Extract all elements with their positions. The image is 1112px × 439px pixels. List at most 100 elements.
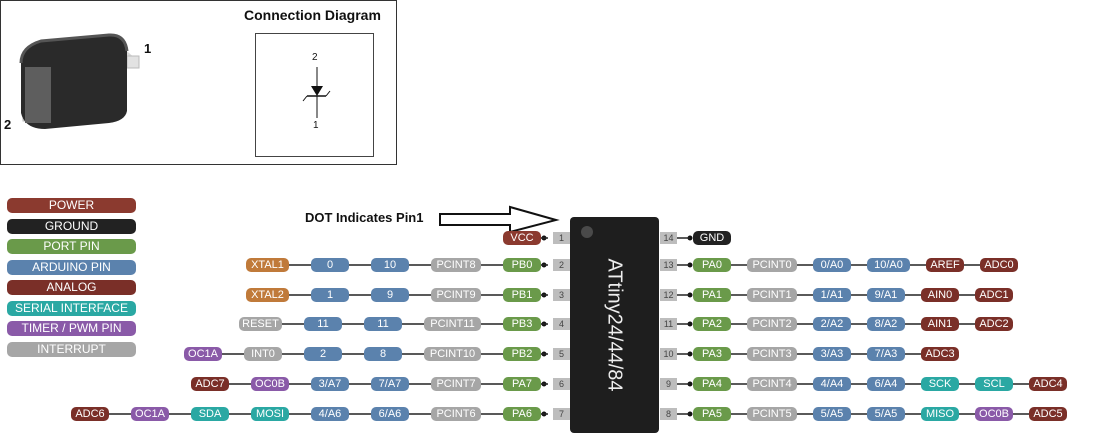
pin-label-left-7-1: PCINT6 — [431, 407, 481, 421]
pin-label-left-2-4: XTAL1 — [246, 258, 289, 272]
pin-label-right-8-0: PA5 — [693, 407, 731, 421]
pin-label-left-3-1: PCINT9 — [431, 288, 481, 302]
symbol-pin-top-label: 2 — [312, 52, 318, 63]
pin-number-13: 13 — [660, 259, 677, 271]
pin-label-right-8-5: OC0B — [975, 407, 1013, 421]
pin-label-left-4-3: 11 — [304, 317, 342, 331]
pin-label-right-10-4: ADC3 — [921, 347, 959, 361]
legend-item-arduino-pin: ARDUINO PIN — [7, 259, 136, 275]
package-pin2-label: 2 — [4, 117, 12, 132]
pin-label-right-8-6: ADC5 — [1029, 407, 1067, 421]
pin-label-left-5-1: PCINT10 — [424, 347, 481, 361]
legend-item-interrupt: INTERRUPT — [7, 341, 136, 357]
pin-label-right-8-3: 5/A5 — [867, 407, 905, 421]
pin-number-5: 5 — [553, 348, 570, 360]
pin-label-right-9-5: SCL — [975, 377, 1013, 391]
pin-label-left-5-3: 2 — [304, 347, 342, 361]
pin-label-left-2-0: PB0 — [503, 258, 541, 272]
pin-label-left-6-1: PCINT7 — [431, 377, 481, 391]
pin-label-right-12-0: PA1 — [693, 288, 731, 302]
pin-label-right-9-4: SCK — [921, 377, 959, 391]
pin-label-left-6-0: PA7 — [503, 377, 541, 391]
pin-label-right-13-3: 10/A0 — [867, 258, 910, 272]
pin-number-4: 4 — [553, 318, 570, 330]
pin-label-left-2-1: PCINT8 — [431, 258, 481, 272]
pin-label-right-10-0: PA3 — [693, 347, 731, 361]
pin-label-left-5-0: PB2 — [503, 347, 541, 361]
pin-label-right-8-1: PCINT5 — [747, 407, 797, 421]
pin-label-left-3-3: 1 — [311, 288, 349, 302]
pin-label-right-9-6: ADC4 — [1029, 377, 1067, 391]
legend-item-ground: GROUND — [7, 218, 136, 234]
pin-label-left-3-2: 9 — [371, 288, 409, 302]
pin-label-left-7-5: SDA — [191, 407, 229, 421]
pin1-dot — [581, 226, 593, 238]
pin-label-right-9-1: PCINT4 — [747, 377, 797, 391]
diode-package-image — [19, 33, 140, 129]
pin-number-11: 11 — [660, 318, 677, 330]
pin-label-right-10-1: PCINT3 — [747, 347, 797, 361]
pin-label-left-4-0: PB3 — [503, 317, 541, 331]
ic-chip: ATtiny24/44/84 — [570, 217, 659, 433]
pin-label-left-6-4: OC0B — [251, 377, 289, 391]
pin-label-left-2-3: 0 — [311, 258, 349, 272]
pin-label-right-11-2: 2/A2 — [813, 317, 851, 331]
pin-label-right-11-5: ADC2 — [975, 317, 1013, 331]
pin-number-12: 12 — [660, 289, 677, 301]
pin-label-right-13-1: PCINT0 — [747, 258, 797, 272]
pin-number-10: 10 — [660, 348, 677, 360]
legend-item-power: POWER — [7, 198, 136, 213]
connection-diagram-box: 2 1 — [255, 33, 374, 157]
pin-label-left-3-4: XTAL2 — [246, 288, 289, 302]
pin-label-right-10-2: 3/A3 — [813, 347, 851, 361]
legend-item-serial-interface: SERIAL INTERFACE — [7, 300, 136, 316]
pin-label-right-14-0: GND — [693, 231, 731, 245]
pin-label-right-12-3: 9/A1 — [867, 288, 905, 302]
pin-number-7: 7 — [553, 408, 570, 420]
pin-label-right-12-2: 1/A1 — [813, 288, 851, 302]
pin-number-6: 6 — [553, 378, 570, 390]
symbol-pin-bottom-label: 1 — [313, 120, 319, 131]
pin-label-right-8-2: 5/A5 — [813, 407, 851, 421]
pin-label-right-11-3: 8/A2 — [867, 317, 905, 331]
legend-item-analog: ANALOG — [7, 280, 136, 295]
pin-label-right-13-2: 0/A0 — [813, 258, 851, 272]
pin-label-left-2-2: 10 — [371, 258, 409, 272]
pin1-dot-note: DOT Indicates Pin1 — [305, 210, 424, 225]
pin-label-left-4-4: RESET — [239, 317, 282, 331]
pin-label-left-7-7: ADC6 — [71, 407, 109, 421]
pin-label-left-5-4: INT0 — [244, 347, 282, 361]
pin-label-right-10-3: 7/A3 — [867, 347, 905, 361]
pin-number-9: 9 — [660, 378, 677, 390]
pin-label-right-9-3: 6/A4 — [867, 377, 905, 391]
legend-item-port-pin: PORT PIN — [7, 239, 136, 254]
pin-label-left-4-2: 11 — [364, 317, 402, 331]
pin-label-left-7-6: OC1A — [131, 407, 169, 421]
pin-label-right-12-1: PCINT1 — [747, 288, 797, 302]
pin-label-left-7-3: 4/A6 — [311, 407, 349, 421]
pin-label-right-9-2: 4/A4 — [813, 377, 851, 391]
pin-label-left-6-5: ADC7 — [191, 377, 229, 391]
zener-diode-symbol — [302, 67, 331, 118]
pin-label-left-6-2: 7/A7 — [371, 377, 409, 391]
pin-number-2: 2 — [553, 259, 570, 271]
pin-label-right-11-0: PA2 — [693, 317, 731, 331]
pin-label-right-12-5: ADC1 — [975, 288, 1013, 302]
pin-number-1: 1 — [553, 232, 570, 244]
pin-label-right-13-5: ADC0 — [980, 258, 1018, 272]
pin-label-left-7-4: MOSI — [251, 407, 289, 421]
pin-label-right-11-1: PCINT2 — [747, 317, 797, 331]
pin-label-left-4-1: PCINT11 — [424, 317, 481, 331]
pin-number-3: 3 — [553, 289, 570, 301]
pin-label-right-9-0: PA4 — [693, 377, 731, 391]
pin-number-8: 8 — [660, 408, 677, 420]
package-panel: 1 2 Connection Diagram 2 1 — [0, 0, 397, 165]
pin-label-left-7-0: PA6 — [503, 407, 541, 421]
pin-label-right-11-4: AIN1 — [921, 317, 959, 331]
legend-item-timer-pwm-pin: TIMER / PWM PIN — [7, 321, 136, 336]
pin-label-left-5-2: 8 — [364, 347, 402, 361]
pin-label-left-3-0: PB1 — [503, 288, 541, 302]
pin-label-right-13-4: AREF — [926, 258, 964, 272]
pin-label-right-8-4: MISO — [921, 407, 959, 421]
